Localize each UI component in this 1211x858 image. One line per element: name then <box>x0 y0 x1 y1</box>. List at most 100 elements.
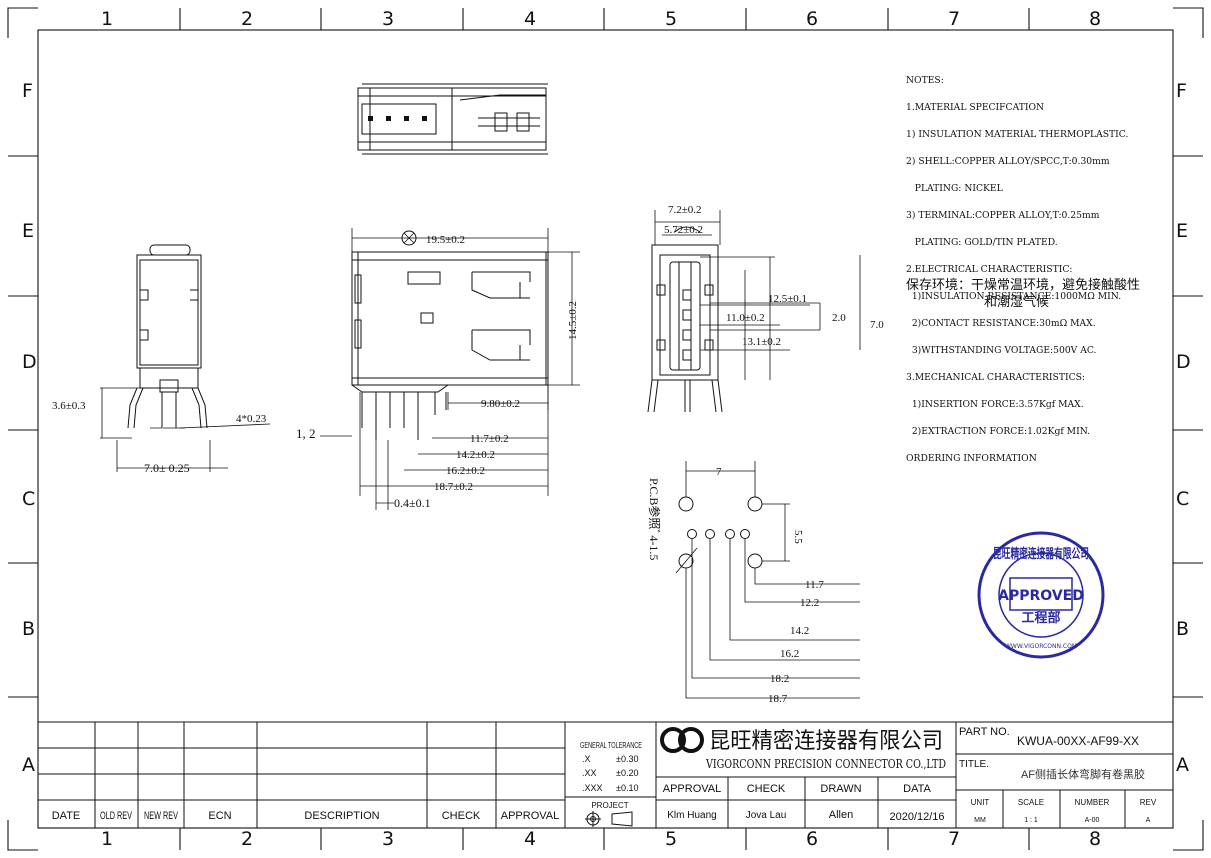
meta-number: A-00 <box>1085 817 1100 824</box>
dim-end-13-1: 13.1±0.2 <box>742 336 781 348</box>
signoff-header-approval: APPROVAL <box>663 783 722 795</box>
dim-pcb-18-7: 18.7 <box>768 693 788 705</box>
dim-pcb-14-2: 14.2 <box>790 625 809 637</box>
dim-front-14-5: 14.5±0.2 <box>567 301 579 340</box>
zone-col-7-bottom: 7 <box>948 828 961 850</box>
zone-row-c: C <box>22 488 36 510</box>
tolerance-xx-label: .XX <box>582 768 597 778</box>
note-line: 3) TERMINAL:COPPER ALLOY,T:0.25mm <box>906 209 1100 221</box>
note-line: PLATING: NICKEL <box>906 182 1003 194</box>
zone-col-5: 5 <box>665 8 678 30</box>
zone-col-3: 3 <box>382 8 395 30</box>
part-no-label: PART NO. <box>959 726 1010 738</box>
dim-end-2-0: 2.0 <box>832 312 846 324</box>
signoff-approval: Klm Huang <box>667 810 716 821</box>
tolerance-x-label: .X <box>582 754 591 764</box>
dim-end-11-0: 11.0±0.2 <box>726 312 765 324</box>
zone-col-1-bottom: 1 <box>101 828 114 850</box>
zone-col-6-bottom: 6 <box>806 828 819 850</box>
dim-front-11-7: 11.7±0.2 <box>470 433 509 445</box>
dim-end-12-5: 12.5±0.1 <box>768 293 807 305</box>
dim-front-16-2: 16.2±0.2 <box>446 465 485 477</box>
zone-row-e-right: E <box>1176 220 1189 242</box>
zone-row-c-right: C <box>1176 488 1190 510</box>
dim-front-14-2: 14.2±0.2 <box>456 449 495 461</box>
dim-front-18-7: 18.7±0.2 <box>434 481 473 493</box>
note-line: 1)INSERTION FORCE:3.57Kgf MAX. <box>906 398 1084 410</box>
company-name-cn: 昆旺精密连接器有限公司 <box>709 729 943 754</box>
dim-front-0-4: 0.4±0.1 <box>394 496 431 510</box>
dim-end-5-72: 5.72±0.2 <box>664 224 703 236</box>
tolerance-title: GENERAL TOLERANCE <box>580 741 642 750</box>
note-line: 3.MECHANICAL CHARACTERISTICS: <box>906 371 1086 383</box>
storage-line-1: 保存环境：干燥常温环境，避免接触酸性 <box>906 278 1141 293</box>
dim-pcb-5-5: 5.5 <box>792 530 804 544</box>
zone-col-2-bottom: 2 <box>241 828 254 850</box>
signoff-header-drawn: DRAWN <box>820 783 861 795</box>
note-line: 1.MATERIAL SPECIFCATION <box>906 101 1045 113</box>
rev-header-new-rev: NEW REV <box>144 810 178 822</box>
rev-header-date: DATE <box>52 810 81 822</box>
zone-row-a-right: A <box>1176 754 1189 776</box>
zone-col-7: 7 <box>948 8 961 30</box>
dim-side-3-6: 3.6±0.3 <box>52 400 86 412</box>
tolerance-xxx-label: .XXX <box>582 783 603 793</box>
zone-row-f: F <box>22 80 33 102</box>
signoff-header-data: DATA <box>903 783 931 795</box>
zone-row-f-right: F <box>1176 80 1187 102</box>
tolerance-xxx-value: ±0.10 <box>616 783 638 793</box>
tolerance-x-value: ±0.30 <box>616 754 638 764</box>
dim-pcb-12-2: 12.2 <box>800 597 819 609</box>
meta-header-number: NUMBER <box>1075 798 1110 807</box>
zone-col-6: 6 <box>806 8 819 30</box>
zone-row-d-right: D <box>1176 351 1191 373</box>
note-line: 2.ELECTRICAL CHARACTERISTIC: <box>906 263 1073 275</box>
tolerance-xx-value: ±0.20 <box>616 768 638 778</box>
dim-front-19-5: 19.5±0.2 <box>426 234 465 246</box>
notes-block: NOTES: 1.MATERIAL SPECIFCATION 1) INSULA… <box>906 60 1128 479</box>
note-line: 1) INSULATION MATERIAL THERMOPLASTIC. <box>906 128 1129 140</box>
approval-stamp <box>977 531 1105 659</box>
zone-col-8-bottom: 8 <box>1089 828 1102 850</box>
storage-note: 保存环境：干燥常温环境，避免接触酸性 和潮湿气候 <box>906 277 1140 311</box>
note-line: PLATING: GOLD/TIN PLATED. <box>906 236 1058 248</box>
zone-col-5-bottom: 5 <box>665 828 678 850</box>
rev-header-old-rev: OLD REV <box>100 810 132 822</box>
project-label: PROJECT <box>591 801 628 810</box>
note-line: 2) SHELL:COPPER ALLOY/SPCC,T:0.30mm <box>906 155 1110 167</box>
signoff-header-check: CHECK <box>747 783 786 795</box>
stamp-ring-text: 昆旺精密连接器有限公司 <box>993 546 1089 562</box>
pcb-label: P.C.B参照ﾞ4-1.5 <box>647 478 662 560</box>
zone-row-b: B <box>22 618 36 640</box>
part-no-value: KWUA-00XX-AF99-XX <box>1017 734 1139 748</box>
rev-header-ecn: ECN <box>208 810 231 822</box>
dim-pcb-7: 7 <box>716 466 722 478</box>
zone-col-1: 1 <box>101 8 114 30</box>
dim-pcb-11-7: 11.7 <box>805 579 824 591</box>
meta-header-unit: UNIT <box>971 798 990 807</box>
stamp-dept: 工程部 <box>1021 610 1060 626</box>
meta-unit: MM <box>974 817 986 824</box>
zone-col-3-bottom: 3 <box>382 828 395 850</box>
rev-header-approval: APPROVAL <box>501 810 560 822</box>
meta-header-scale: SCALE <box>1018 798 1044 807</box>
dim-pcb-18-2: 18.2 <box>770 673 789 685</box>
dim-end-7-0: 7.0 <box>870 319 884 331</box>
signoff-drawn: Allen <box>829 809 853 821</box>
dim-pcb-16-2: 16.2 <box>780 648 799 660</box>
stamp-approved: APPROVED <box>998 588 1084 604</box>
title-value: AF侧插长体弯脚有卷黑胶 <box>1021 767 1145 781</box>
storage-line-2: 和潮湿气候 <box>984 295 1050 310</box>
stamp-url: WWW.VIGORCONN.COM <box>1005 643 1077 650</box>
signoff-date: 2020/12/16 <box>889 811 944 823</box>
note-line: 2)EXTRACTION FORCE:1.02Kgf MIN. <box>906 425 1091 437</box>
zone-row-b-right: B <box>1176 618 1190 640</box>
rev-header-check: CHECK <box>442 810 481 822</box>
zone-row-d: D <box>22 351 37 373</box>
company-name-en: VIGORCONN PRECISION CONNECTOR CO.,LTD <box>705 757 946 771</box>
dim-side-pin: 4*0.23 <box>236 413 267 425</box>
meta-scale: 1 : 1 <box>1024 817 1038 824</box>
note-line: NOTES: <box>906 74 944 86</box>
zone-row-e: E <box>22 220 35 242</box>
